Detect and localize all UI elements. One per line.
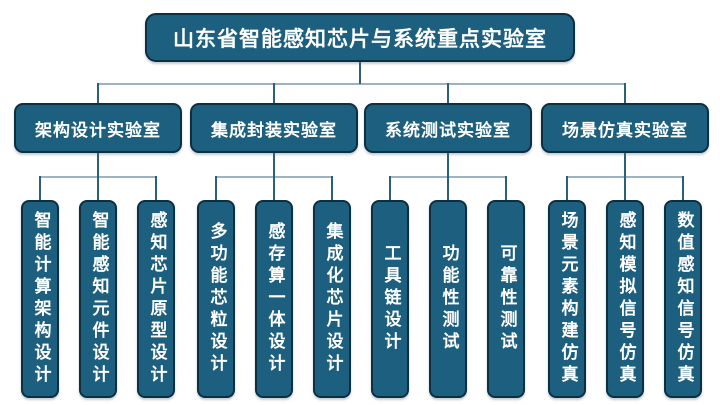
leaf-label: 可靠性测试	[496, 244, 517, 354]
leaf-node-2-2: 可靠性测试	[487, 200, 525, 398]
connector-line	[155, 176, 157, 200]
branch-node-architecture-design: 架构设计实验室	[14, 103, 182, 153]
leaf-node-1-2: 集成化芯片设计	[313, 200, 351, 398]
leaf-label: 感知芯片原型设计	[146, 211, 167, 387]
connector-line	[215, 176, 217, 200]
connector-line	[359, 62, 361, 84]
branch-node-system-testing: 系统测试实验室	[364, 103, 532, 153]
leaf-label: 多功能芯粒设计	[206, 222, 227, 376]
leaf-label: 场景元素构建仿真	[557, 211, 578, 387]
leaf-label: 感存算一体设计	[264, 222, 285, 376]
leaf-node-0-2: 感知芯片原型设计	[137, 200, 175, 398]
connector-line	[682, 176, 684, 200]
connector-line	[505, 176, 507, 200]
leaf-node-2-1: 功能性测试	[429, 200, 467, 398]
connector-line	[97, 152, 99, 200]
connector-line	[97, 83, 99, 103]
connector-line	[39, 176, 41, 200]
root-node: 山东省智能感知芯片与系统重点实验室	[145, 13, 575, 62]
connector-line	[273, 152, 275, 200]
leaf-node-2-0: 工具链设计	[371, 200, 409, 398]
connector-line	[447, 152, 449, 200]
connector-line	[273, 83, 275, 103]
connector-line	[331, 176, 333, 200]
leaf-label: 智能计算架构设计	[30, 211, 51, 387]
leaf-node-3-1: 感知模拟信号仿真	[606, 200, 644, 398]
leaf-label: 功能性测试	[438, 244, 459, 354]
leaf-node-3-2: 数值感知信号仿真	[664, 200, 702, 398]
connector-line	[624, 152, 626, 200]
connector-line	[389, 176, 391, 200]
leaf-node-1-1: 感存算一体设计	[255, 200, 293, 398]
leaf-node-0-0: 智能计算架构设计	[21, 200, 59, 398]
leaf-node-1-0: 多功能芯粒设计	[197, 200, 235, 398]
connector-line	[98, 83, 625, 85]
connector-line	[566, 176, 568, 200]
leaf-node-0-1: 智能感知元件设计	[79, 200, 117, 398]
branch-node-scene-simulation: 场景仿真实验室	[541, 103, 709, 153]
leaf-node-3-0: 场景元素构建仿真	[548, 200, 586, 398]
leaf-label: 感知模拟信号仿真	[615, 211, 636, 387]
connector-line	[447, 83, 449, 103]
branch-node-integration-packaging: 集成封装实验室	[190, 103, 358, 153]
leaf-label: 数值感知信号仿真	[673, 211, 694, 387]
leaf-label: 工具链设计	[380, 244, 401, 354]
leaf-label: 集成化芯片设计	[322, 222, 343, 376]
connector-line	[624, 83, 626, 103]
leaf-label: 智能感知元件设计	[88, 211, 109, 387]
